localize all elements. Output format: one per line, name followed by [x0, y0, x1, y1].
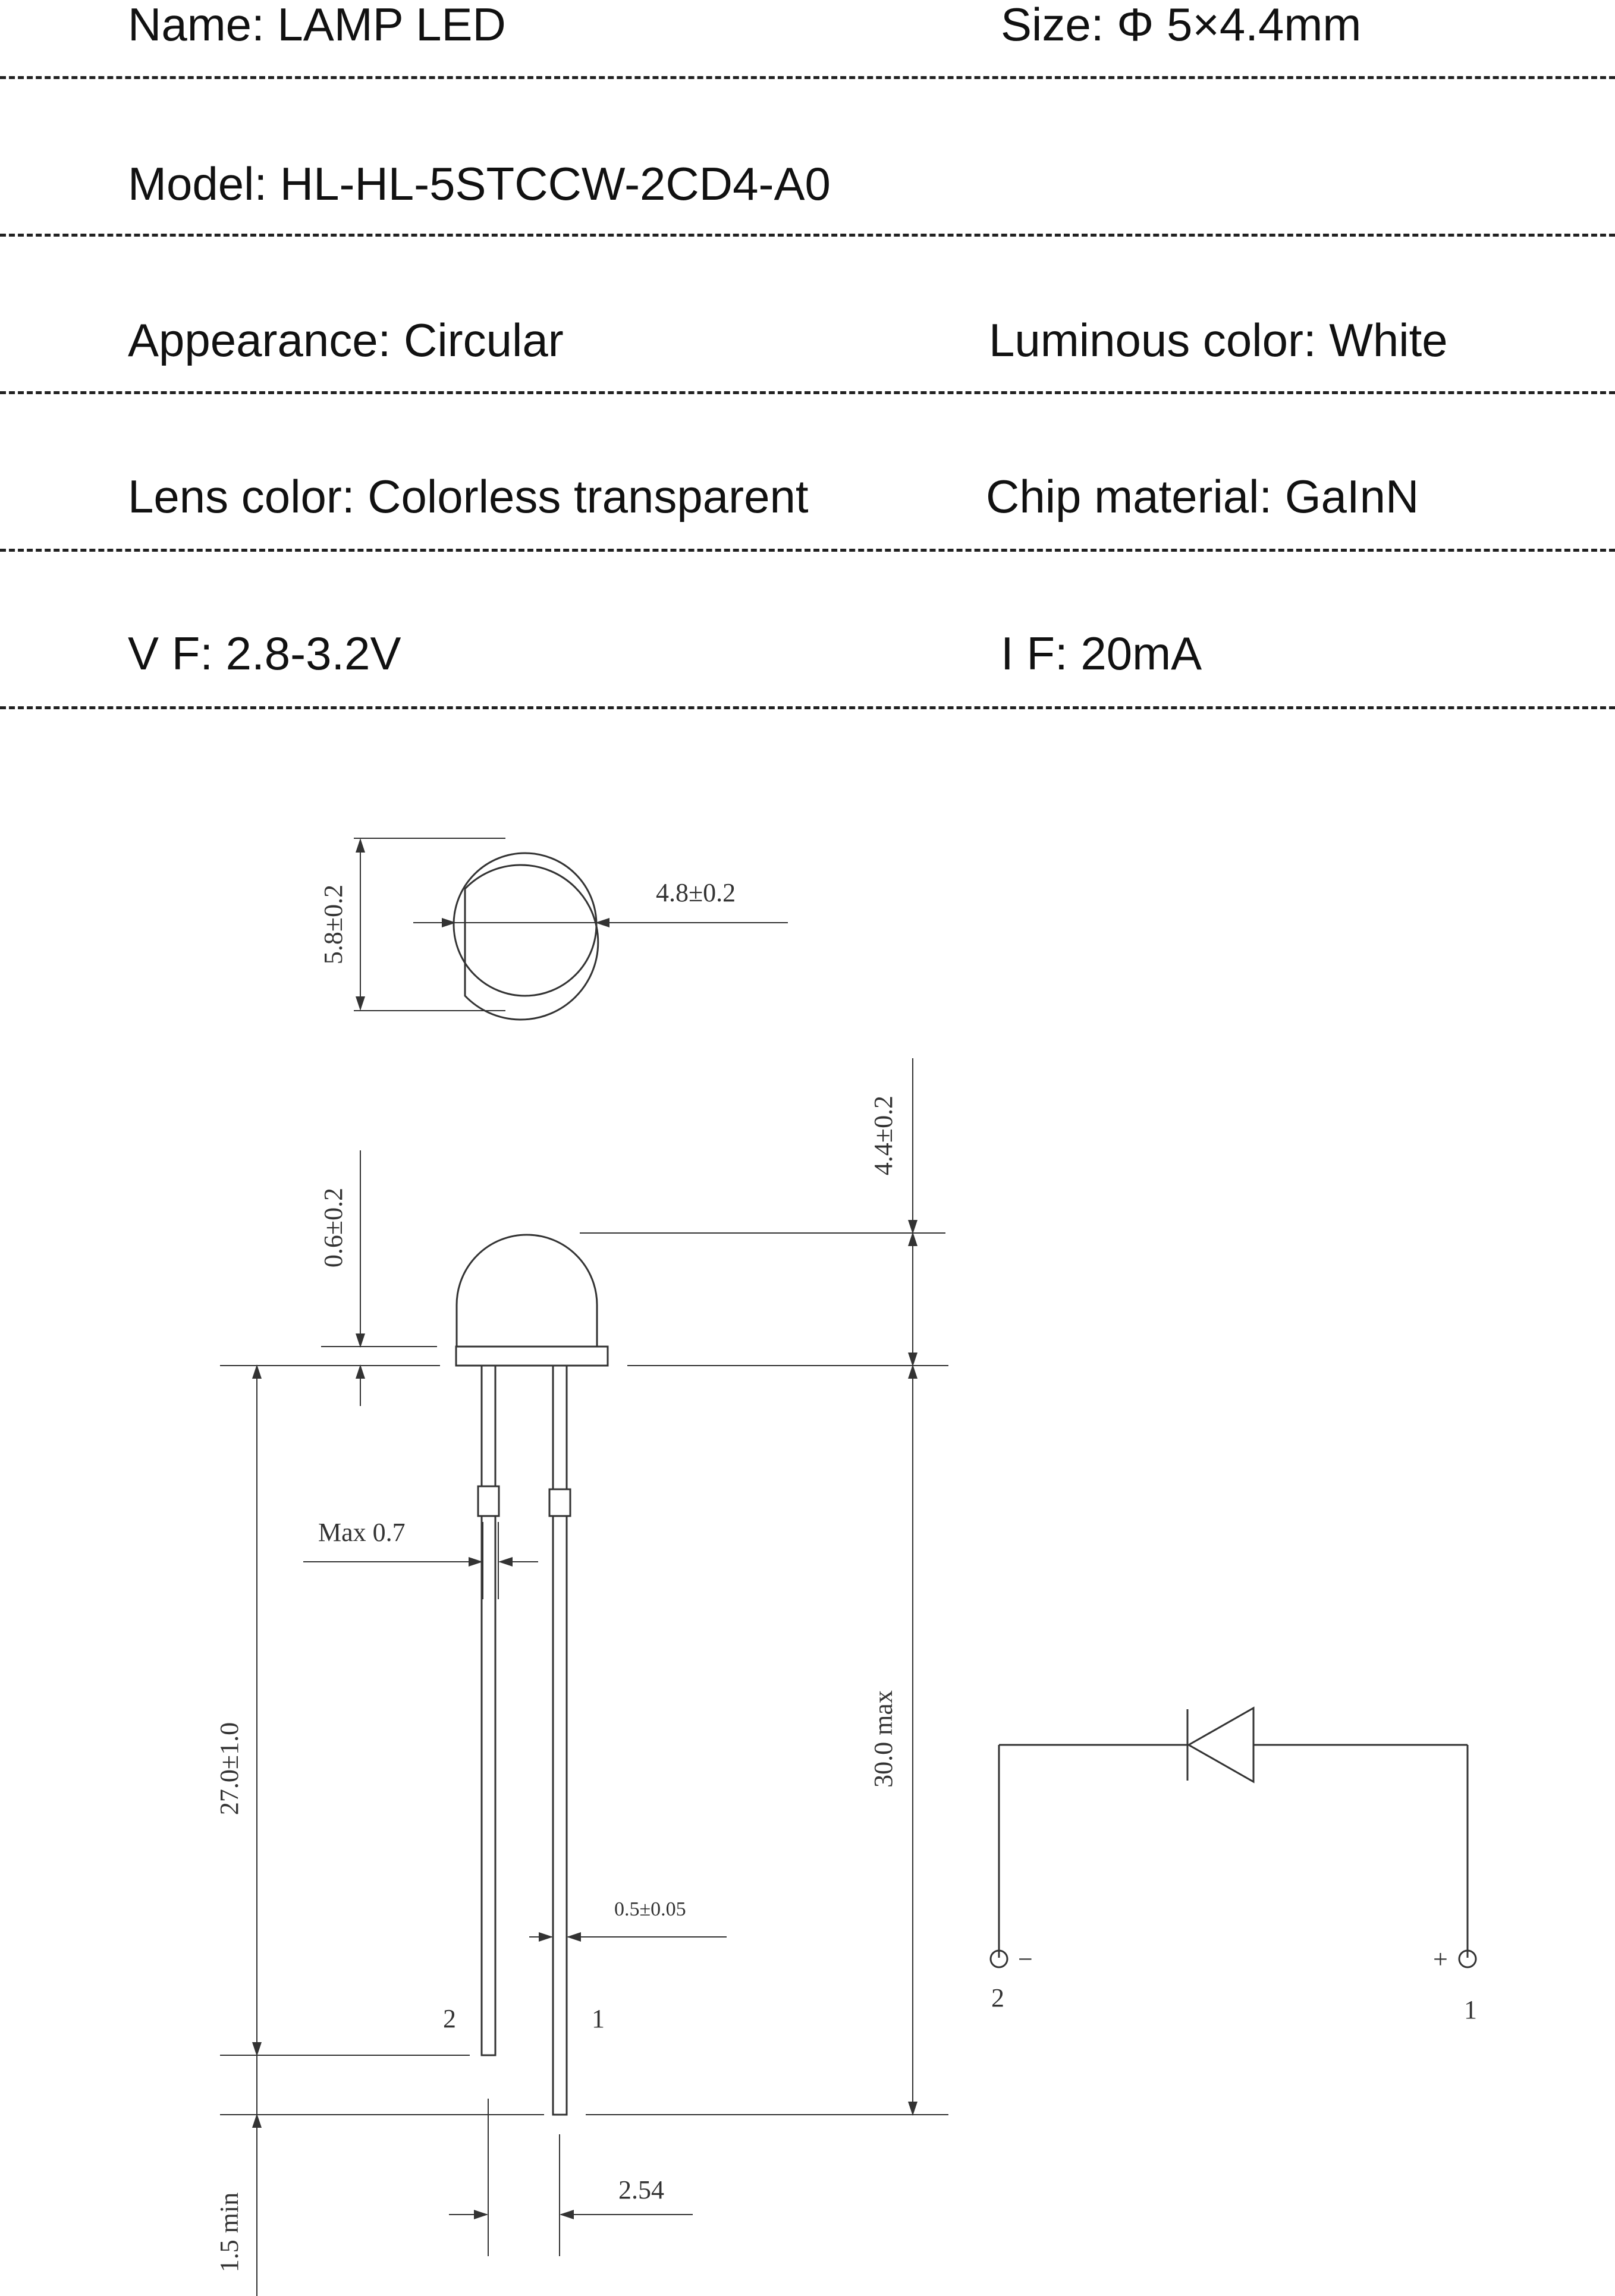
- dim-max-bump: Max 0.7: [318, 1518, 406, 1547]
- top-view: 5.8±0.2 4.8±0.2: [319, 838, 788, 1021]
- plus-sign: +: [1433, 1945, 1448, 1974]
- spec-if: I F: 20mA: [1001, 627, 1202, 680]
- diode-schematic: − + 2 1: [989, 1706, 1477, 2024]
- lens-circle: [453, 852, 598, 997]
- divider: [0, 706, 1615, 709]
- pin-label-2: 2: [443, 2004, 456, 2033]
- divider: [0, 391, 1615, 394]
- divider: [0, 76, 1615, 79]
- flange-outline: [464, 864, 599, 1021]
- lens-dome: [455, 1234, 598, 1347]
- spec-model: Model: HL-HL-5STCCW-2CD4-A0: [128, 158, 831, 210]
- schematic-pin-2: 2: [991, 1983, 1004, 2012]
- divider: [0, 549, 1615, 552]
- side-view: 0.6±0.2 4.4±0.2 30.0 max 27.0±1.0 1.5 mi…: [215, 1058, 948, 2296]
- flange: [455, 1345, 609, 1367]
- pin-label-1: 1: [592, 2004, 605, 2033]
- dim-lead-width: 0.5±0.05: [614, 1898, 686, 1920]
- lead-2: [480, 1364, 497, 2056]
- spec-luminous-color: Luminous color: White: [989, 314, 1448, 366]
- dim-flange-thickness: 0.6±0.2: [319, 1188, 348, 1267]
- spec-size: Size: Φ 5×4.4mm: [1001, 0, 1362, 51]
- dim-pitch: 2.54: [618, 2175, 664, 2204]
- dim-flange-diameter: 5.8±0.2: [319, 885, 348, 964]
- dim-short-lead: 27.0±1.0: [215, 1722, 244, 1815]
- lead-2-kink: [477, 1485, 500, 1517]
- dim-body-diameter: 4.8±0.2: [656, 878, 736, 907]
- spec-name: Name: LAMP LED: [128, 0, 506, 51]
- dim-total-length: 30.0 max: [869, 1690, 898, 1788]
- minus-sign: −: [1018, 1945, 1033, 1974]
- spec-appearance: Appearance: Circular: [128, 314, 564, 366]
- spec-lens-color: Lens color: Colorless transparent: [128, 470, 809, 523]
- dim-body-height: 4.4±0.2: [869, 1096, 898, 1175]
- lead-1-kink: [548, 1488, 571, 1517]
- lead-1: [552, 1364, 568, 2116]
- terminal-1: [1458, 1949, 1477, 1968]
- dim-lead-diff: 1.5 min: [215, 2193, 244, 2272]
- diode-triangle: [1186, 1706, 1255, 1784]
- schematic-pin-1: 1: [1464, 1995, 1477, 2024]
- terminal-2: [989, 1949, 1008, 1968]
- spec-vf: V F: 2.8-3.2V: [128, 627, 401, 680]
- spec-chip-material: Chip material: GaInN: [986, 470, 1419, 523]
- divider: [0, 234, 1615, 237]
